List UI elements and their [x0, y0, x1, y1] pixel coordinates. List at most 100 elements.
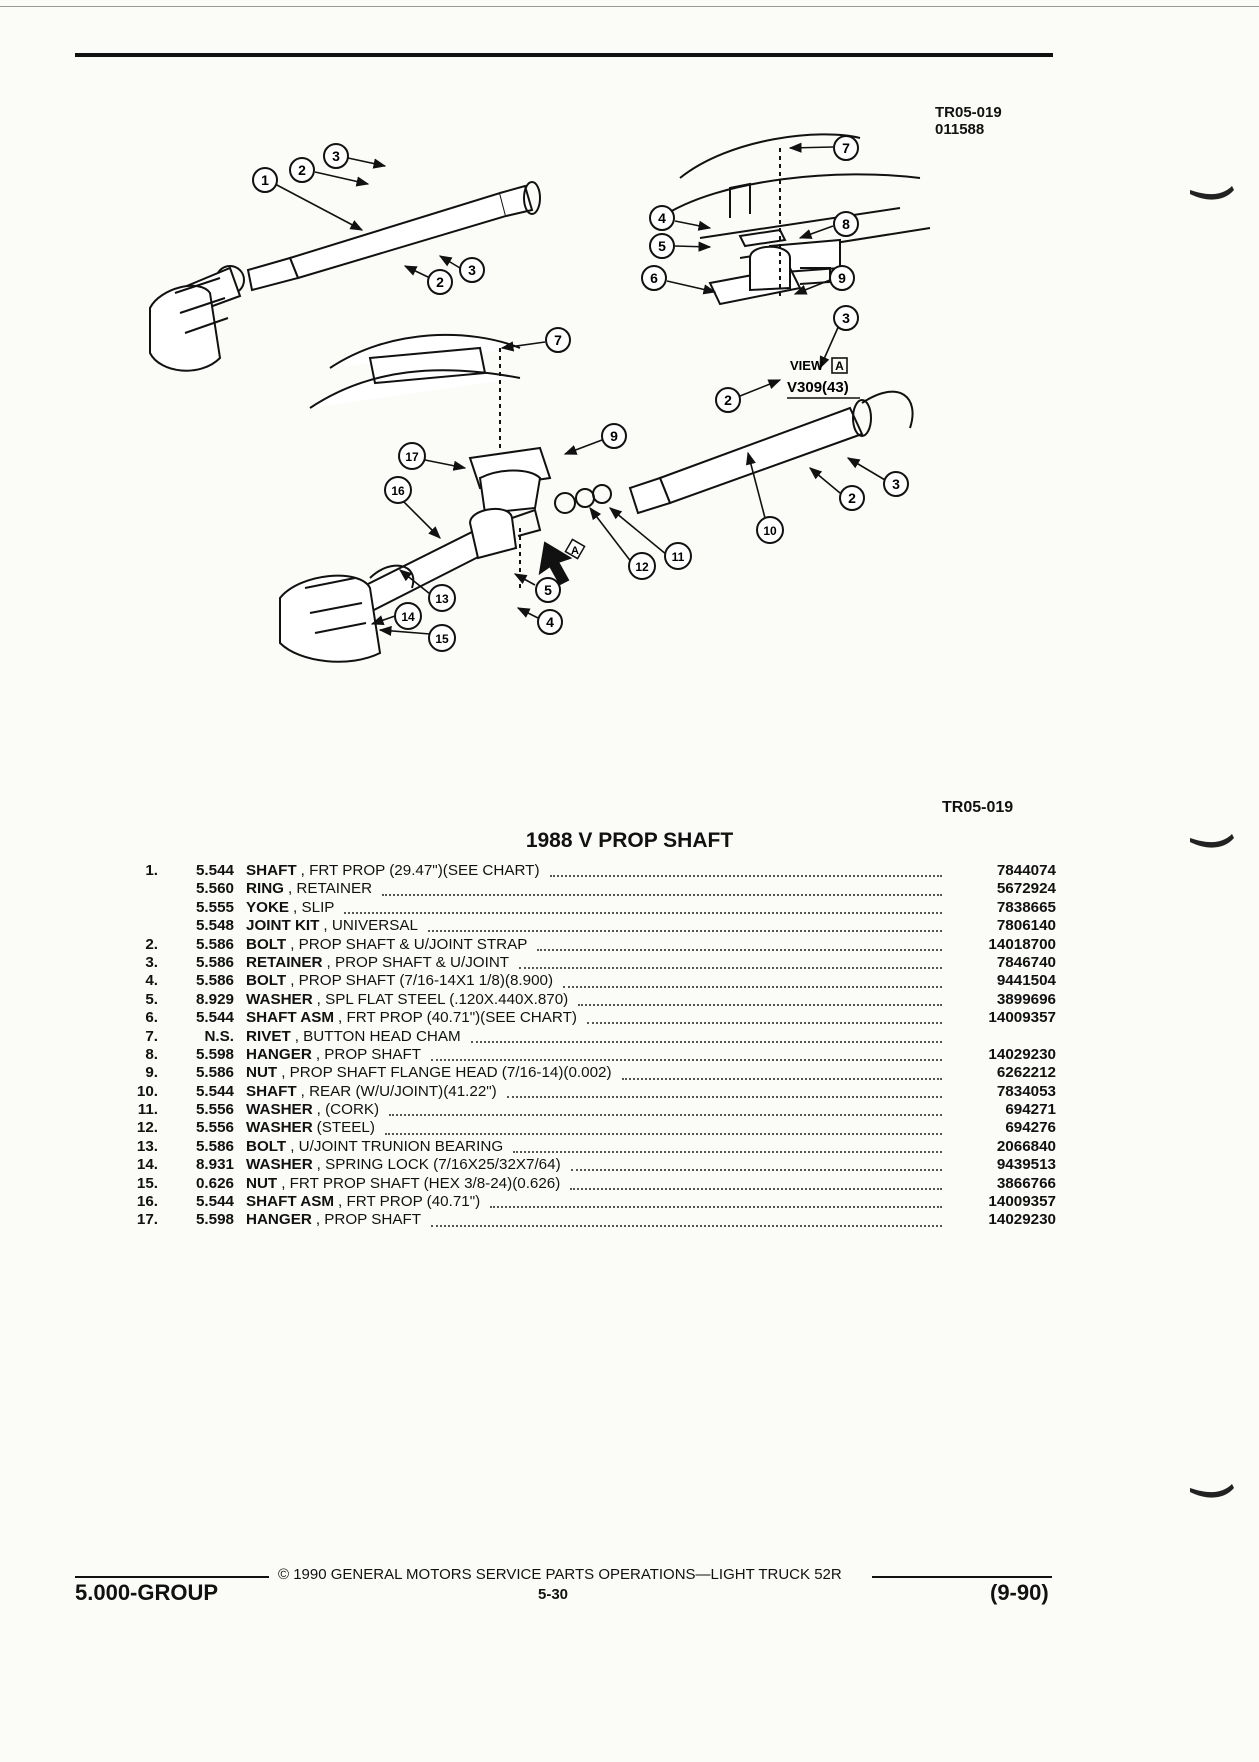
- svg-text:5: 5: [658, 238, 666, 254]
- part-number: 9441504: [996, 972, 1056, 990]
- item-number: 6.: [145, 1009, 158, 1027]
- revision-date: (9-90): [990, 1580, 1049, 1605]
- part-number: 14029230: [988, 1211, 1056, 1229]
- svg-text:8: 8: [842, 216, 850, 232]
- part-detail: , (CORK): [316, 1101, 380, 1119]
- part-name: BOLT: [246, 935, 287, 953]
- page-number: 5-30: [538, 1586, 569, 1603]
- svg-text:16: 16: [391, 484, 405, 498]
- part-detail: , PROP SHAFT: [315, 1045, 422, 1063]
- group-number: 5.586: [195, 1137, 234, 1155]
- leader-lines: [274, 142, 886, 637]
- svg-text:13: 13: [435, 592, 449, 606]
- part-description: SHAFT, REAR (W/U/JOINT)(41.22"): [234, 1083, 952, 1101]
- leader-dots: [506, 1086, 942, 1098]
- group-number: 5.544: [195, 1082, 234, 1100]
- leader-dots: [519, 957, 942, 970]
- callout-7: 7: [833, 135, 859, 161]
- drawing-code: TR05-019: [935, 104, 1002, 121]
- callout-3c: 3: [833, 305, 859, 331]
- leader-dots: [389, 1104, 942, 1117]
- part-name: NUT: [246, 1064, 278, 1082]
- group-number: 5.556: [195, 1101, 234, 1119]
- callout-13: 13: [428, 584, 456, 612]
- leader-dots: [537, 939, 942, 951]
- callout-4: 4: [649, 205, 675, 231]
- item-number: 9.: [145, 1064, 158, 1082]
- part-name: SHAFT: [246, 862, 297, 879]
- svg-text:4: 4: [658, 210, 666, 226]
- group-number: 8.931: [195, 1156, 234, 1174]
- front-shaft-upper: [149, 181, 541, 372]
- copyright: © 1990 GENERAL MOTORS SERVICE PARTS OPER…: [278, 1566, 842, 1583]
- group-number: 8.929: [195, 990, 234, 1008]
- part-name: WASHER: [246, 1156, 313, 1174]
- header-rule: [75, 53, 1053, 57]
- figure-code: TR05-019: [942, 799, 1014, 816]
- leader-dots: [427, 920, 942, 933]
- part-number: 7846740: [996, 953, 1056, 971]
- group-number: 5.556: [195, 1119, 234, 1137]
- part-detail: , RETAINER: [287, 880, 373, 898]
- part-number: 14029230: [988, 1045, 1056, 1063]
- svg-text:2: 2: [436, 274, 444, 290]
- item-number: 14.: [136, 1156, 158, 1174]
- prop-shaft-diagram: 1 2 3 2 3 7 4 8 5 6 9 7 3 2 9 17 16 12 1…: [149, 133, 931, 663]
- callout-9b: 9: [601, 423, 627, 449]
- svg-text:3: 3: [332, 148, 340, 164]
- callout-6: 6: [641, 265, 667, 291]
- part-number: 2066840: [996, 1137, 1056, 1155]
- svg-text:A: A: [571, 545, 579, 557]
- callout-2: 2: [289, 157, 315, 183]
- drawing-date: 011588: [935, 121, 985, 138]
- item-number: 4.: [145, 972, 158, 990]
- callout-labels: 1 2 3 2 3 7 4 8 5 6 9 7 3 2 9 17 16 12 1…: [252, 135, 909, 652]
- group-number: 5.586: [195, 1064, 234, 1082]
- part-description: NUT, FRT PROP SHAFT (HEX 3/8-24)(0.626): [234, 1175, 952, 1193]
- part-description: BOLT, PROP SHAFT & U/JOINT STRAP: [234, 936, 952, 954]
- group-number: 5.598: [195, 1211, 234, 1229]
- part-name: WASHER: [246, 1119, 313, 1137]
- svg-text:V309(43): V309(43): [787, 379, 849, 396]
- binder-hole-mark: [1190, 186, 1234, 200]
- svg-text:2: 2: [298, 162, 306, 178]
- item-number: 8.: [145, 1045, 158, 1063]
- part-number: 3866766: [996, 1174, 1056, 1192]
- part-name: WASHER: [246, 1101, 313, 1119]
- item-number: 3.: [145, 953, 158, 971]
- part-description: HANGER, PROP SHAFT: [234, 1211, 952, 1229]
- callout-5: 5: [649, 233, 675, 259]
- part-description: JOINT KIT, UNIVERSAL: [234, 917, 952, 935]
- part-description: BOLT, U/JOINT TRUNION BEARING: [234, 1138, 952, 1156]
- drawing-code-block: TR05-019 011588: [935, 104, 1002, 138]
- item-number: 11.: [137, 1101, 158, 1119]
- part-description: RETAINER, PROP SHAFT & U/JOINT: [234, 954, 952, 972]
- callout-3: 3: [323, 143, 349, 169]
- callout-16: 16: [384, 476, 412, 504]
- part-name: SHAFT: [246, 1082, 297, 1100]
- svg-text:3: 3: [468, 262, 476, 278]
- part-description: SHAFT ASM, FRT PROP (40.71"): [234, 1193, 952, 1211]
- group-number: 5.560: [195, 880, 234, 898]
- part-number: 14009357: [988, 1193, 1056, 1211]
- part-description: NUT, PROP SHAFT FLANGE HEAD (7/16-14)(0.…: [234, 1064, 952, 1082]
- part-name: HANGER: [246, 1211, 312, 1229]
- part-description: BOLT, PROP SHAFT (7/16-14X1 1/8)(8.900): [234, 972, 952, 990]
- part-detail: , FRT PROP (29.47")(SEE CHART): [300, 862, 540, 879]
- lower-crossmember: [309, 333, 552, 515]
- leader-dots: [431, 1215, 942, 1227]
- svg-text:7: 7: [554, 332, 562, 348]
- binder-hole-mark: [1190, 834, 1234, 848]
- part-name: BOLT: [246, 1137, 287, 1155]
- svg-text:4: 4: [546, 614, 554, 630]
- part-name: SHAFT ASM: [246, 1193, 335, 1211]
- part-name: RIVET: [246, 1027, 291, 1045]
- svg-text:6: 6: [650, 270, 658, 286]
